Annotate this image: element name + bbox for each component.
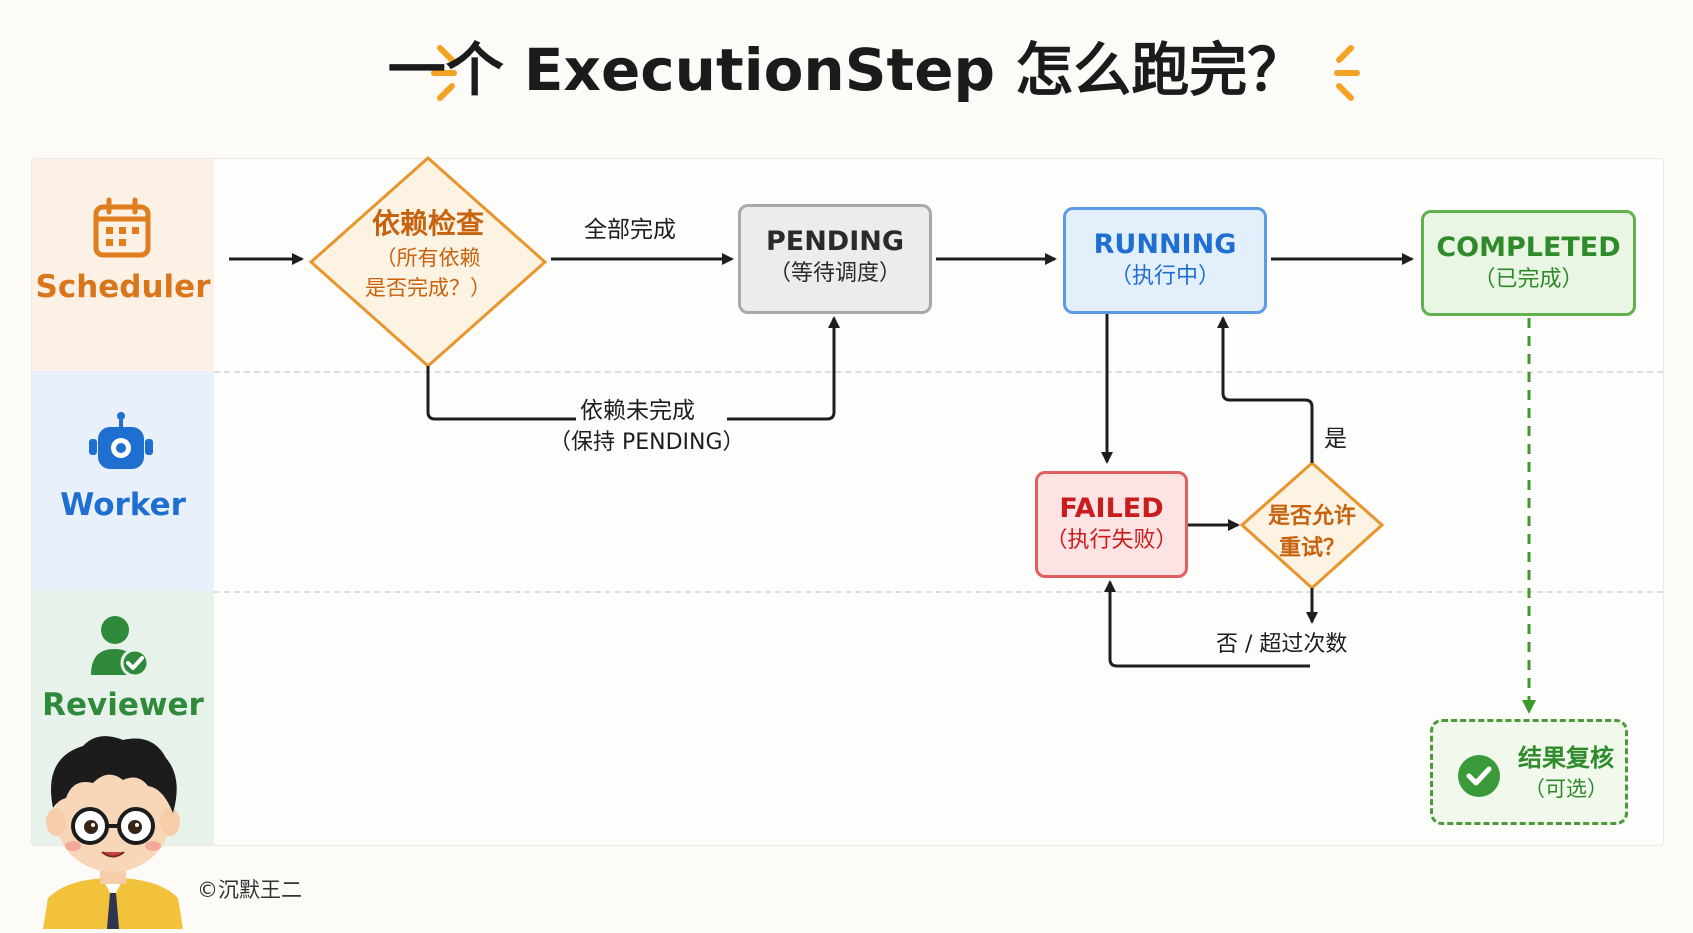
page-title: 一个 ExecutionStep 怎么跑完？	[387, 36, 1306, 104]
deps-incomplete-arrow	[727, 316, 840, 421]
result-review-title: 结果复核	[1518, 744, 1614, 772]
left-sparkle-icon	[428, 38, 468, 108]
robot-icon	[86, 411, 156, 479]
person-check-icon	[87, 613, 153, 683]
reviewer-lane-label: Reviewer	[42, 687, 204, 723]
running-subtitle: （执行中）	[1109, 264, 1220, 289]
pending-title: PENDING	[765, 226, 905, 257]
calendar-icon	[92, 197, 152, 263]
failed-subtitle: （执行失败）	[1045, 528, 1178, 553]
right-sparkle-icon	[1323, 38, 1363, 108]
pending-subtitle: （等待调度）	[768, 261, 901, 286]
copyright-text: ©沉默王二	[197, 878, 302, 902]
completed-node: COMPLETED （已完成）	[1421, 210, 1636, 316]
deps-incomplete-label: 依赖未完成	[580, 398, 695, 424]
retry-yes-arrow	[1217, 316, 1314, 463]
retry-yes-label: 是	[1324, 426, 1347, 452]
failed-title: FAILED	[1059, 493, 1164, 524]
deps-incomplete-sublabel: （保持 PENDING）	[549, 430, 745, 455]
dependency-check-title: 依赖检查	[371, 207, 484, 240]
result-review-subtitle: （可选）	[1524, 777, 1608, 801]
dependency-check-subtitle: 是否完成？）	[365, 276, 491, 300]
deps-incomplete-arrow	[426, 366, 576, 421]
scheduler-lane-header: Scheduler	[32, 159, 214, 371]
pending-node: PENDING （等待调度）	[738, 204, 932, 314]
running-node: RUNNING （执行中）	[1063, 207, 1267, 314]
running-title: RUNNING	[1093, 229, 1237, 260]
result-review-node: 结果复核 （可选）	[1430, 719, 1628, 825]
title-bar: 一个 ExecutionStep 怎么跑完？	[0, 30, 1693, 110]
dependency-check-node: 依赖检查 （所有依赖 是否完成？）	[338, 206, 518, 302]
completed-subtitle: （已完成）	[1473, 267, 1584, 292]
check-circle-icon	[1457, 754, 1501, 802]
scheduler-lane-label: Scheduler	[35, 269, 211, 305]
dependency-check-subtitle: （所有依赖	[375, 246, 481, 270]
all-done-label: 全部完成	[584, 217, 676, 243]
retry-check-line: 重试？	[1278, 536, 1345, 561]
lane-divider	[214, 591, 1663, 593]
cartoon-avatar	[28, 728, 198, 933]
retry-check-node: 是否允许 重试？	[1252, 501, 1372, 565]
completed-title: COMPLETED	[1436, 232, 1621, 263]
retry-no-label: 否 / 超过次数	[1216, 632, 1348, 657]
worker-lane-header: Worker	[32, 371, 214, 591]
retry-no-return-arrow	[1104, 580, 1310, 668]
lane-divider	[214, 371, 1663, 373]
failed-node: FAILED （执行失败）	[1035, 471, 1188, 578]
retry-check-line: 是否允许	[1267, 504, 1356, 529]
worker-lane-label: Worker	[60, 487, 186, 523]
